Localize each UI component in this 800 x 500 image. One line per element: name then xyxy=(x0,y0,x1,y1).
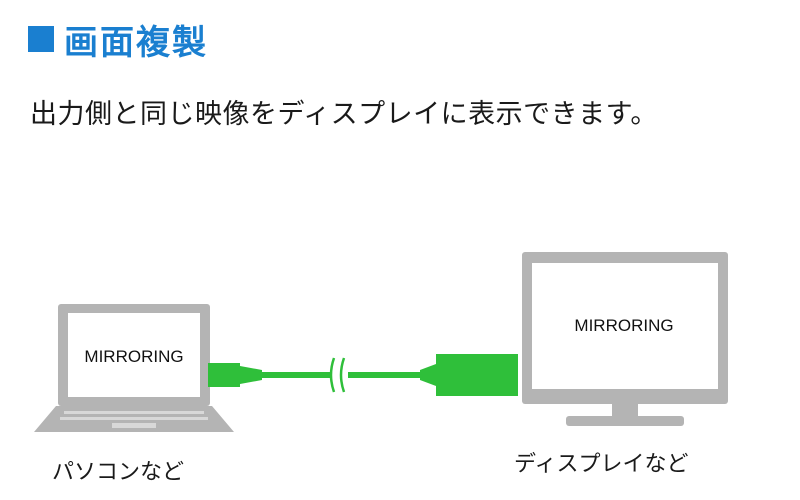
display-stand-neck xyxy=(612,404,638,418)
laptop-screen-text: MIRRORING xyxy=(84,347,183,366)
cable-illustration xyxy=(208,354,518,396)
heading-title: 画面複製 xyxy=(64,22,208,63)
display-screen-text: MIRRORING xyxy=(574,316,673,335)
laptop-touchpad xyxy=(112,423,156,428)
laptop-key-row xyxy=(64,411,204,414)
laptop-screen xyxy=(68,313,200,397)
cable-plug-left xyxy=(208,363,240,387)
heading-square-icon xyxy=(28,26,54,52)
display-label: ディスプレイなど xyxy=(514,452,689,477)
cable-adapter-right xyxy=(436,354,518,396)
cable-boot-right xyxy=(420,364,436,386)
cable-boot-left xyxy=(240,366,262,384)
cable-break-mark xyxy=(339,357,346,393)
laptop-illustration: MIRRORING xyxy=(34,304,234,432)
cable-wire-left xyxy=(262,372,330,378)
display-stand-base xyxy=(566,416,684,426)
section-heading: 画面複製 xyxy=(28,14,208,64)
display-screen xyxy=(532,263,718,389)
cable-break-mark xyxy=(329,357,336,393)
laptop-key-row xyxy=(60,417,208,420)
description-text: 出力側と同じ映像をディスプレイに表示できます。 xyxy=(30,99,658,130)
laptop-label: パソコンなど xyxy=(52,460,185,485)
cable-wire-right xyxy=(348,372,420,378)
display-illustration: MIRRORING xyxy=(522,252,728,426)
